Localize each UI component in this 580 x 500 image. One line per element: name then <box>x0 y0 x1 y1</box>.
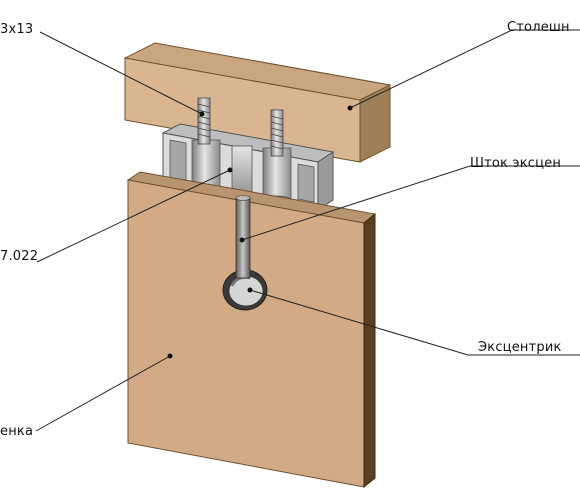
anchor-panel-dot <box>167 353 173 359</box>
anchor-tabletop-dot <box>347 105 353 111</box>
anchor-rod-dot <box>239 237 245 243</box>
leader-part-code <box>36 169 231 263</box>
leader-rod <box>241 165 580 241</box>
leader-lines <box>35 29 580 432</box>
part-code-label: 7.022 <box>0 249 39 264</box>
screw-left <box>197 97 211 145</box>
screw-label: 3x13 <box>0 22 34 37</box>
tabletop-block <box>123 42 392 163</box>
leader-screw <box>39 31 203 115</box>
anchor-eccentric-dot <box>247 287 253 293</box>
anchor-screw-dot <box>199 111 205 117</box>
leader-eccentric <box>249 289 580 356</box>
anchor-dots <box>167 105 353 359</box>
anchor-part-code-dot <box>227 167 233 173</box>
side-panel <box>126 171 377 489</box>
screw-right <box>270 109 284 157</box>
rod-label: Шток эксцен <box>470 156 562 171</box>
eccentric-label: Эксцентрик <box>478 340 562 355</box>
leader-tabletop <box>349 29 580 109</box>
panel-label: енка <box>0 424 34 439</box>
leader-panel <box>35 355 171 432</box>
tabletop-label: Столешн <box>507 20 570 35</box>
